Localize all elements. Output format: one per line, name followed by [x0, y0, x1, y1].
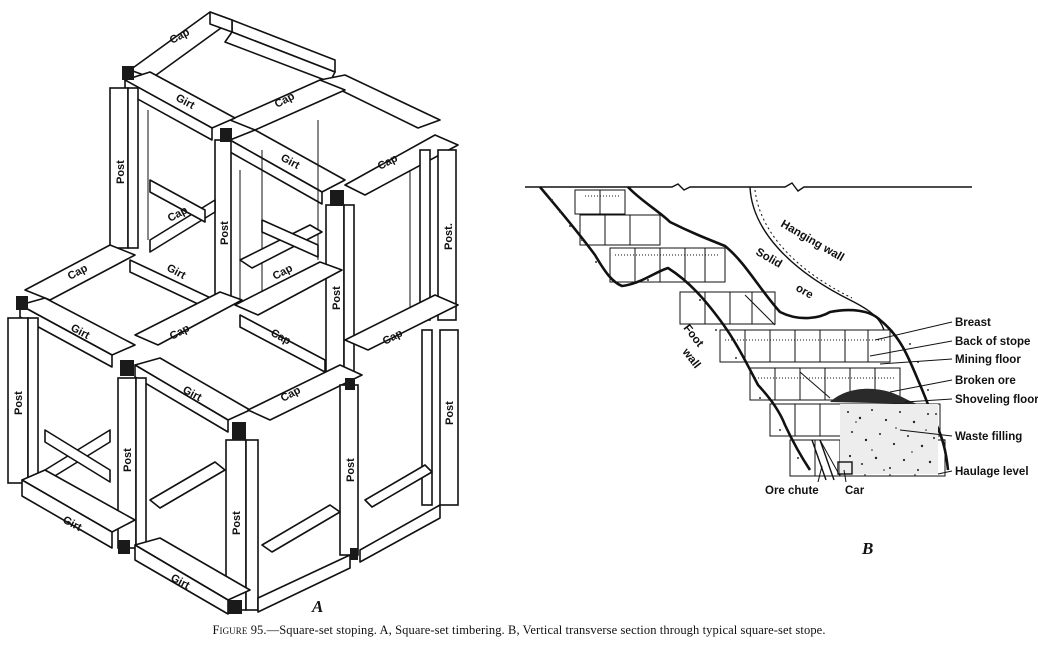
- label-post: Post.: [443, 223, 455, 250]
- ore-chute: [811, 439, 827, 481]
- joint-block: [232, 422, 246, 440]
- waste-filling-area: [840, 404, 938, 474]
- figure-letter-b: B: [861, 539, 873, 558]
- joint-block: [350, 548, 358, 560]
- joint-block: [345, 378, 355, 390]
- label-post: Post: [115, 160, 127, 184]
- caption-figure-number: Figure 95.: [212, 623, 267, 637]
- label-post: Post: [13, 391, 25, 415]
- label-ore: ore: [794, 282, 816, 301]
- figure-caption: Figure 95.—Square-set stoping. A, Square…: [0, 623, 1038, 638]
- joint-block: [330, 190, 344, 206]
- label-breast: Breast: [955, 317, 991, 329]
- leader-lines: [817, 321, 953, 483]
- cap-beam: [229, 79, 346, 131]
- cap-beam: [344, 294, 459, 351]
- label-back-of-stope: Back of stope: [955, 336, 1030, 348]
- cap-beam: [247, 364, 363, 421]
- lagging: [585, 195, 895, 379]
- label-post: Post: [444, 401, 456, 425]
- post-beam: [439, 329, 459, 506]
- figure-letter-a: A: [311, 597, 323, 616]
- label-mining-floor: Mining floor: [955, 354, 1021, 366]
- cap-beam: [134, 291, 243, 346]
- label-post: Post: [231, 511, 243, 535]
- stope-boundary-foot: [539, 186, 812, 471]
- label-post: Post: [122, 448, 134, 472]
- cap-beam: [234, 261, 343, 316]
- diagram-svg: Cap Girt Cap Girt Cap Cap Girt Cap Cap G…: [7, 11, 1038, 616]
- post-beam: [214, 139, 232, 301]
- broken-ore-pile: [830, 388, 918, 404]
- joint-block: [228, 600, 242, 614]
- label-post: Post: [345, 458, 357, 482]
- label-waste-filling: Waste filling: [955, 431, 1022, 443]
- label-car: Car: [845, 485, 865, 497]
- stope-section: Hanging wall Solid ore Foot wall Breast …: [525, 182, 1038, 558]
- cap-beam: [319, 74, 441, 129]
- joint-block: [120, 360, 134, 376]
- cap-beam: [24, 244, 136, 301]
- label-ore-chute: Ore chute: [765, 485, 819, 497]
- square-set-timbering: Cap Girt Cap Girt Cap Cap Girt Cap Cap G…: [7, 11, 459, 616]
- label-post: Post: [331, 286, 343, 310]
- rock-texture: [551, 199, 945, 459]
- surface-line: [525, 182, 972, 192]
- post-beam: [437, 149, 457, 321]
- joint-block: [122, 66, 134, 80]
- label-shoveling-floor: Shoveling floor: [955, 394, 1038, 406]
- joint-block: [16, 296, 28, 310]
- label-haulage-level: Haulage level: [955, 466, 1029, 478]
- label-broken-ore: Broken ore: [955, 375, 1016, 387]
- joint-block: [118, 540, 130, 554]
- label-post: Post: [219, 221, 231, 245]
- label-foot: Foot: [681, 322, 706, 349]
- label-hanging-wall: Hanging wall: [779, 218, 846, 264]
- caption-text: —Square-set stoping. A, Square-set timbe…: [266, 623, 826, 637]
- label-wall: wall: [679, 346, 702, 371]
- joint-block: [220, 128, 232, 142]
